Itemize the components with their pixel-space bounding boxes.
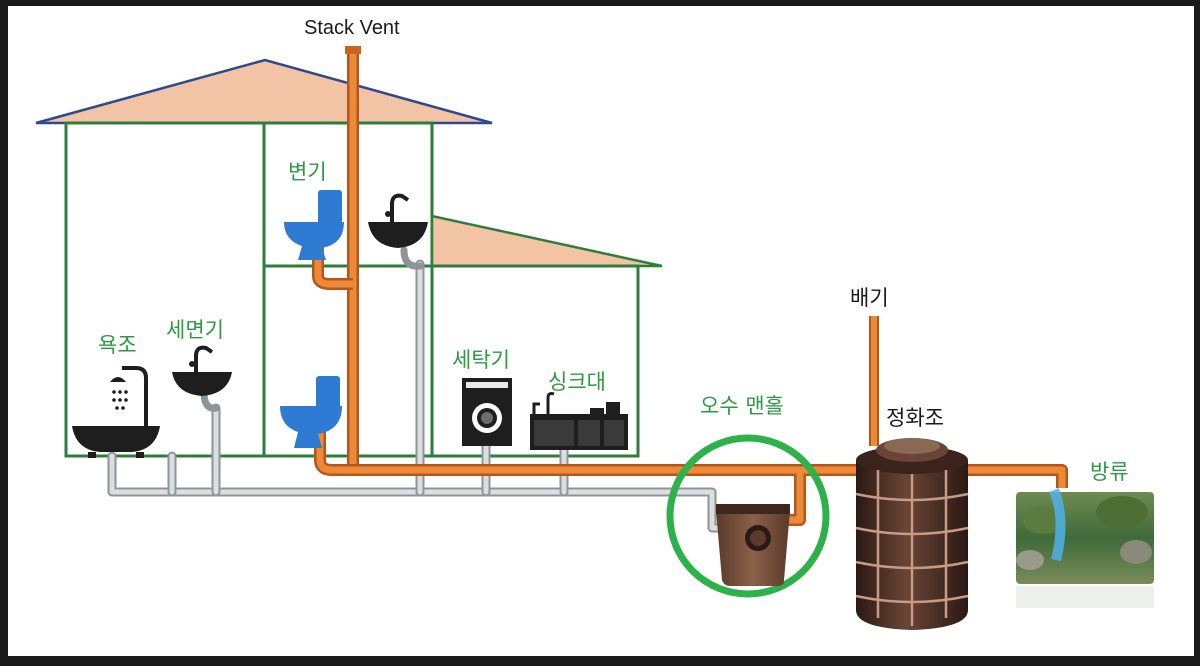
exhaust-label: 배기 xyxy=(850,286,889,310)
upper-basin-trap xyxy=(400,246,424,270)
stack-vent-cap xyxy=(345,46,361,54)
soil-pipe xyxy=(314,244,1066,524)
manhole-label: 오수 맨홀 xyxy=(700,394,784,418)
washbasin-label: 세면기 xyxy=(166,318,224,342)
septic-tank-icon xyxy=(855,438,969,630)
drain-pipe-main-inner xyxy=(109,453,725,531)
discharge-label: 방류 xyxy=(1090,460,1129,484)
soil-pipes xyxy=(312,46,1068,526)
sink-label: 싱크대 xyxy=(548,370,606,394)
toilet-label: 변기 xyxy=(288,160,327,184)
upper-toilet-icon xyxy=(284,190,344,260)
washing-machine-icon xyxy=(462,378,512,446)
lower-washbasin-icon xyxy=(172,345,232,396)
drain-branches-inner xyxy=(169,261,567,495)
lower-toilet-icon xyxy=(280,376,342,448)
house-main-wall xyxy=(64,121,434,458)
bathtub-label: 욕조 xyxy=(98,333,137,357)
septic-tank-label: 정화조 xyxy=(886,406,944,430)
washer-label: 세탁기 xyxy=(452,348,510,372)
stack-vent-label: Stack Vent xyxy=(304,17,400,39)
discharge-pond-image xyxy=(1016,488,1154,608)
manhole-highlight-ring xyxy=(666,434,830,598)
sink-cabinet-icon xyxy=(530,392,628,450)
bathtub-icon xyxy=(72,366,160,458)
manhole-box-icon xyxy=(716,504,790,586)
upper-washbasin-icon xyxy=(368,193,428,248)
